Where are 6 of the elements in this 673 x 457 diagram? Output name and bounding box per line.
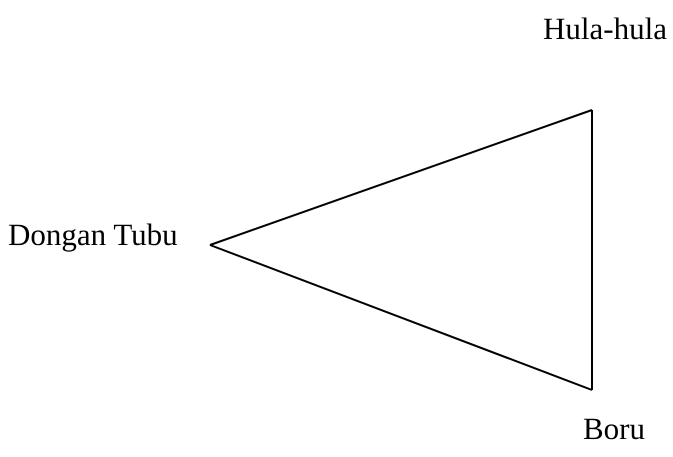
vertex-label: Dongan Tubu bbox=[8, 218, 178, 252]
triangle-side-line bbox=[210, 109, 592, 246]
triangle-side-line bbox=[210, 244, 592, 391]
vertex-label: Boru bbox=[583, 412, 645, 446]
vertex-label: Hula-hula bbox=[543, 12, 667, 46]
triangle-side-line bbox=[591, 110, 593, 390]
